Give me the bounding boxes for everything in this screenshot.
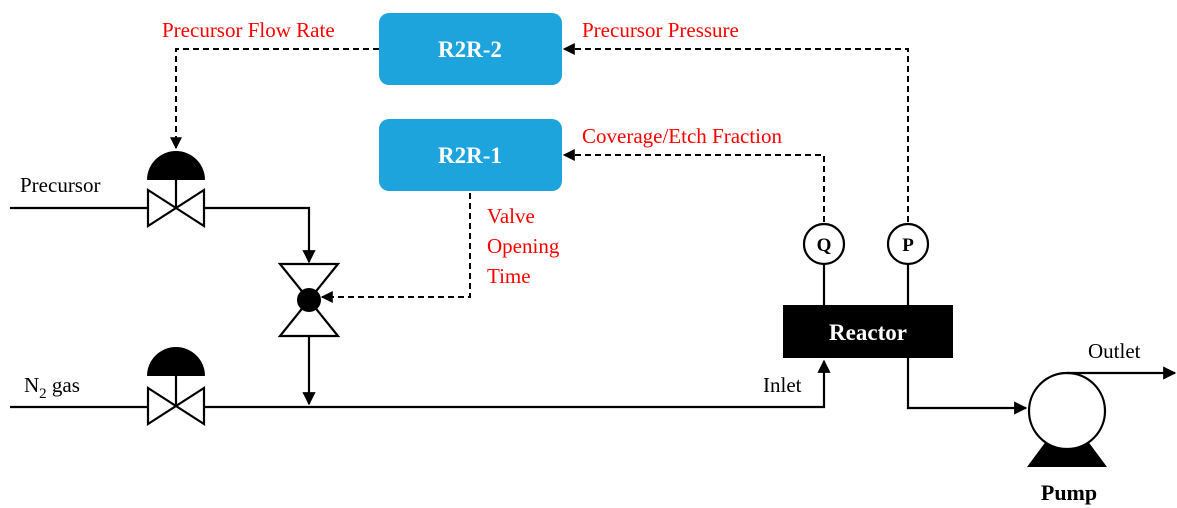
q-sensor (802, 222, 846, 266)
p-sensor (886, 222, 930, 266)
coverage-signal-line (562, 149, 825, 222)
precursor-pressure-label: Precursor Pressure (582, 18, 739, 42)
n2-gas-label: N2 gas (24, 373, 80, 402)
flow-rate-signal-line (170, 48, 379, 150)
pulse-valve-actuator (297, 288, 321, 312)
inlet-line (204, 359, 831, 409)
p-sensor-label: P (902, 235, 914, 256)
reactor-label: Reactor (829, 320, 907, 345)
reactor-outlet-line (906, 358, 1028, 415)
pump-label: Pump (1041, 480, 1097, 505)
reactor (783, 305, 953, 358)
n2-valve-actuator (147, 347, 205, 376)
r2r-2-controller (379, 13, 562, 85)
precursor-to-pulse-valve-line (204, 206, 316, 264)
precursor-valve-actuator (147, 151, 205, 180)
precursor-label: Precursor (20, 173, 100, 197)
pressure-signal-line (562, 43, 909, 222)
inlet-label: Inlet (763, 373, 802, 397)
r2r-1-label: R2R-1 (438, 143, 502, 168)
valve-opening-time-label-1: Valve (487, 204, 535, 228)
valve-opening-time-label-3: Time (487, 264, 531, 288)
precursor-flow-rate-label: Precursor Flow Rate (162, 18, 335, 42)
coverage-etch-fraction-label: Coverage/Etch Fraction (582, 124, 783, 148)
valve-time-signal-line (320, 193, 471, 303)
pump-base (1027, 440, 1107, 467)
pump (1027, 371, 1107, 451)
precursor-valve-body (146, 187, 206, 229)
r2r-2-label: R2R-2 (438, 37, 502, 62)
outlet-label: Outlet (1088, 339, 1141, 363)
q-sensor-label: Q (817, 235, 832, 256)
r2r-1-controller (379, 119, 562, 191)
n2-valve-body (146, 385, 206, 427)
valve-opening-time-label-2: Opening (487, 234, 560, 258)
